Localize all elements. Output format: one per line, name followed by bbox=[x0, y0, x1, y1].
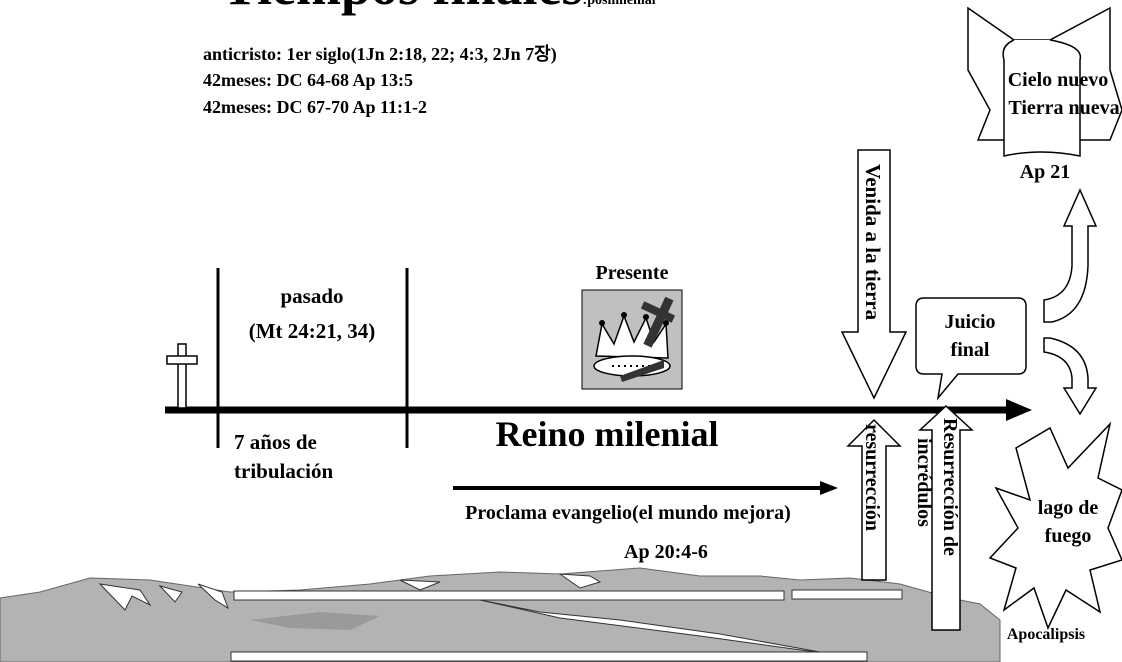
note-antichrist: anticristo: 1er siglo(1Jn 2:18, 22; 4:3,… bbox=[203, 44, 557, 65]
final-judgment-label-2: final bbox=[951, 339, 990, 361]
crown-icon bbox=[581, 289, 683, 390]
apocalypse-label: Apocalipsis bbox=[1007, 626, 1085, 643]
present-label: Presente bbox=[596, 262, 669, 284]
new-heaven-reference: Ap 21 bbox=[1020, 161, 1071, 183]
final-judgment-label-1: Juicio bbox=[944, 311, 995, 333]
second-coming-arrow bbox=[840, 149, 908, 400]
note-42months-1: 42meses: DC 64-68 Ap 13:5 bbox=[203, 70, 413, 90]
new-earth-label: Tierra nueva bbox=[1008, 97, 1119, 119]
lake-of-fire-label-2: fuego bbox=[1045, 525, 1092, 547]
page-title: Tiempos finales bbox=[222, 0, 583, 16]
mountain-landscape bbox=[0, 567, 1001, 662]
tribulation-label-1: 7 años de bbox=[234, 430, 317, 454]
past-label: pasado bbox=[280, 284, 343, 308]
svg-text:Tiempos finales:posmilenial: Tiempos finales:posmilenial bbox=[222, 0, 656, 16]
arrow-to-lake bbox=[1043, 337, 1098, 416]
resurrection-arrow bbox=[846, 418, 902, 581]
past-reference: (Mt 24:21, 34) bbox=[249, 319, 376, 343]
arrow-to-heaven bbox=[1043, 188, 1098, 323]
second-coming-label: Venida a la tierra bbox=[861, 164, 885, 321]
note-42months-2: 42meses: DC 67-70 Ap 11:1-2 bbox=[203, 97, 427, 117]
gospel-label: Proclama evangelio(el mundo mejora) bbox=[465, 502, 791, 524]
timeline-arrow bbox=[165, 399, 1032, 421]
page-title-suffix: :posmilenial bbox=[583, 0, 656, 8]
gospel-arrow bbox=[453, 481, 838, 495]
scroll-icon bbox=[967, 6, 1122, 157]
explosion-icon bbox=[988, 421, 1122, 630]
kingdom-label: Reino milenial bbox=[496, 414, 719, 454]
tribulation-label-2: tribulación bbox=[234, 459, 333, 483]
final-judgment-bubble bbox=[915, 297, 1027, 401]
unbelievers-resurrection-label-2: incrédulos bbox=[913, 438, 935, 527]
lake-of-fire-label-1: lago de bbox=[1038, 497, 1099, 519]
new-heaven-label: Cielo nuevo bbox=[1008, 69, 1109, 91]
unbelievers-resurrection-label-1: Resurrección de bbox=[939, 418, 961, 556]
gospel-reference: Ap 20:4-6 bbox=[624, 541, 708, 563]
unbelievers-resurrection-arrow bbox=[918, 404, 974, 631]
resurrection-label: resurrección bbox=[861, 424, 883, 531]
cross-icon bbox=[166, 343, 198, 409]
